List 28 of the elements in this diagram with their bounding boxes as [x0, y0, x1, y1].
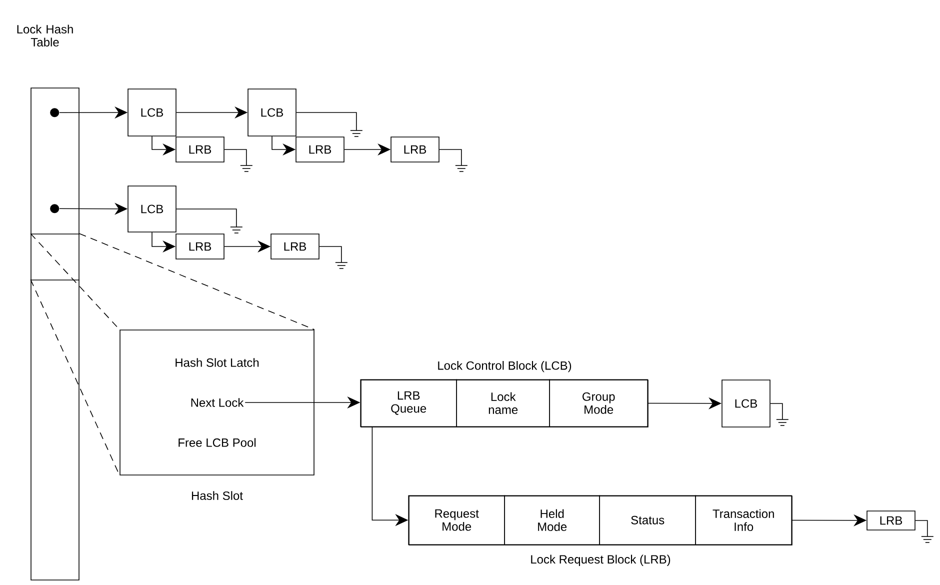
lcb-box: LCB	[128, 88, 176, 136]
field-label: Hash Slot Latch	[176, 358, 259, 367]
node-label: Hash Slot	[192, 491, 243, 500]
record-cell: Transaction Info	[695, 495, 792, 545]
record-cell: Lock name	[456, 379, 550, 427]
lrb-box: LRB	[296, 136, 344, 162]
pointer-dot	[50, 204, 60, 214]
lcb-box: LCB	[128, 186, 176, 232]
record-cell: Group Mode	[549, 379, 648, 427]
lrb-box: LRB	[176, 234, 224, 260]
record-cell: Request Mode	[408, 495, 505, 545]
field-label: Free LCB Pool	[178, 438, 256, 447]
record-title: Lock Control Block (LCB)	[438, 361, 572, 372]
dashed-line	[30, 233, 120, 330]
record-title: Lock Request Block (LRB)	[531, 554, 670, 566]
dashed-line	[79, 233, 315, 330]
record-cell: LRB Queue	[360, 379, 457, 427]
record-cell: Status	[599, 495, 696, 545]
lcb-box: LCB	[248, 88, 296, 136]
lcb-box: LCB	[722, 380, 770, 428]
pointer-dot	[50, 108, 60, 118]
lrb-box: LRB	[270, 234, 320, 260]
lrb-box: LRB	[390, 136, 440, 162]
record-cell: Held Mode	[504, 495, 600, 545]
lrb-box: LRB	[176, 136, 224, 162]
field-label: Next Lock	[191, 398, 244, 407]
lrb-box: LRB	[866, 510, 916, 530]
table-heading: Lock Hash Table	[17, 24, 73, 46]
